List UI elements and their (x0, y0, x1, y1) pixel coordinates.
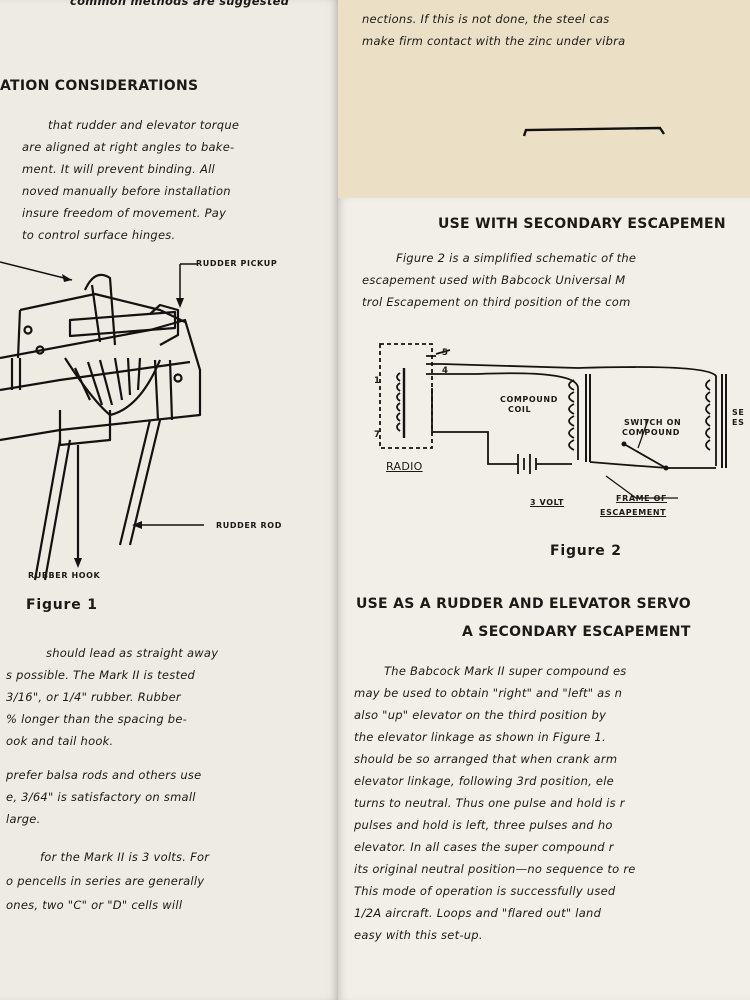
label-rubber-hook: RUBBER HOOK (28, 571, 101, 580)
frame-label-2: ESCAPEMENT (600, 508, 667, 517)
text-line: for the Mark II is 3 volts. For (40, 850, 210, 864)
text-line: Figure 2 is a simplified schematic of th… (396, 251, 637, 265)
section-heading-secondary: USE WITH SECONDARY ESCAPEMEN (438, 216, 726, 232)
top-fragment-text: common methods are suggested (70, 0, 290, 8)
pin5-label: 5 (442, 348, 449, 358)
text-line: escapement used with Babcock Universal M (362, 273, 626, 287)
text-line: should lead as straight away (46, 646, 219, 660)
text-line: 1/2A aircraft. Loops and "flared out" la… (354, 906, 602, 920)
text-line: This mode of operation is successfully u… (354, 884, 616, 898)
pin1-label: 1 (374, 376, 381, 386)
divider-rule (522, 126, 665, 137)
radio-label: RADIO (386, 460, 423, 473)
text-line: 3/16", or 1/4" rubber. Rubber (6, 690, 181, 704)
label-rudder-rod: RUDDER ROD (216, 521, 282, 530)
text-line: its original neutral position—no sequenc… (354, 862, 636, 876)
text-line: easy with this set-up. (354, 928, 483, 942)
label-rudder-pickup: RUDDER PICKUP (196, 259, 278, 268)
text-line: noved manually before installation (22, 184, 231, 198)
text-line: insure freedom of movement. Pay (22, 206, 227, 220)
text-line: large. (6, 812, 41, 826)
frame-label-1: FRAME OF (616, 494, 668, 503)
pin7-label: 7 (374, 430, 381, 440)
right-top-page: nections. If this is not done, the steel… (338, 0, 750, 198)
text-line: % longer than the spacing be- (6, 712, 188, 726)
right-page: USE WITH SECONDARY ESCAPEMEN Figure 2 is… (338, 198, 750, 1000)
text-line: pulses and hold is left, three pulses an… (354, 818, 613, 832)
left-page: common methods are suggested ATION CONSI… (0, 0, 338, 1000)
battery-label: 3 VOLT (530, 498, 565, 507)
text-line: e, 3/64" is satisfactory on small (6, 790, 196, 804)
figure2-caption: Figure 2 (550, 543, 622, 559)
text-line: s possible. The Mark II is tested (6, 668, 196, 682)
text-line: that rudder and elevator torque (48, 118, 240, 132)
sec-label-2: ES (732, 418, 745, 427)
text-line: prefer balsa rods and others use (6, 768, 202, 782)
text-line: trol Escapement on third position of the… (362, 295, 631, 309)
text-line: nections. If this is not done, the steel… (362, 12, 610, 26)
text-line: also "up" elevator on the third position… (354, 708, 607, 722)
text-line: ook and tail hook. (6, 734, 114, 748)
text-line: should be so arranged that when crank ar… (354, 752, 618, 766)
text-line: elevator linkage, following 3rd position… (354, 774, 615, 788)
compound-coil-label-2: COIL (508, 405, 532, 414)
section-heading-servo-2: A SECONDARY ESCAPEMENT (462, 624, 691, 640)
switch-label-2: COMPOUND (622, 428, 680, 437)
switch-label-1: SWITCH ON (624, 418, 682, 427)
section-heading-servo-1: USE AS A RUDDER AND ELEVATOR SERVO (356, 596, 691, 612)
pin4-label: 4 (442, 366, 449, 376)
text-line: make firm contact with the zinc under vi… (362, 34, 626, 48)
section-heading-installation: ATION CONSIDERATIONS (0, 78, 199, 94)
figure1-escapement-drawing (0, 261, 204, 581)
text-line: The Babcock Mark II super compound es (384, 664, 627, 678)
figure1-caption: Figure 1 (26, 597, 98, 613)
text-line: to control surface hinges. (22, 228, 176, 242)
sec-label-1: SE (732, 408, 745, 417)
text-line: the elevator linkage as shown in Figure … (354, 730, 606, 744)
text-line: o pencells in series are generally (6, 874, 205, 888)
text-line: ones, two "C" or "D" cells will (6, 898, 183, 912)
text-line: are aligned at right angles to bake- (22, 140, 235, 154)
figure2-schematic (379, 343, 727, 499)
text-line: may be used to obtain "right" and "left"… (354, 686, 623, 700)
compound-coil-label-1: COMPOUND (500, 395, 558, 404)
text-line: ment. It will prevent binding. All (22, 162, 215, 176)
text-line: elevator. In all cases the super compoun… (354, 840, 614, 854)
text-line: turns to neutral. Thus one pulse and hol… (354, 796, 625, 810)
